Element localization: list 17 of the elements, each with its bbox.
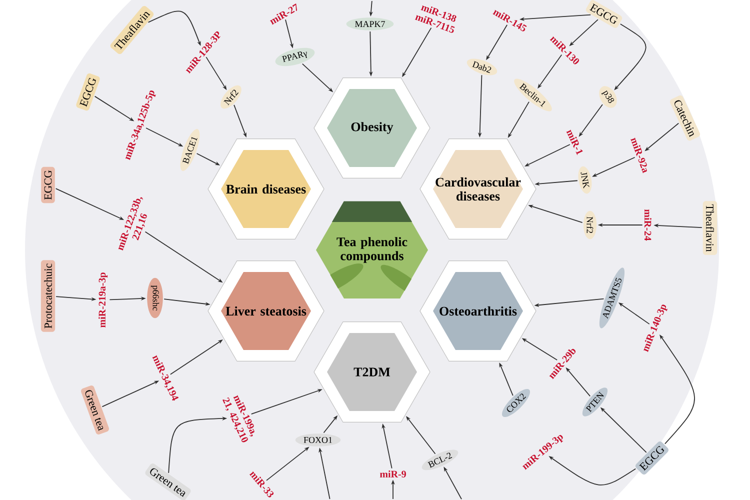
mirna-label: miR-24 xyxy=(644,209,652,241)
mirna-label: miR-219a-3p xyxy=(98,272,108,328)
mirna-label: miR-1 xyxy=(566,130,583,156)
compound-label: EGCG xyxy=(76,73,100,111)
disease-hexagon: Cardiovascular diseases xyxy=(420,138,536,240)
compound-label: Green tea xyxy=(81,386,109,434)
mirna-label: miR-92a xyxy=(630,138,647,174)
photo-hexagon: Tea phenolic compounds xyxy=(316,201,428,299)
disease-hexagon: T2DM xyxy=(314,321,430,423)
disease-hexagon: Osteoarthritis xyxy=(420,260,536,362)
disease-hexagon: Brain diseases xyxy=(208,138,324,240)
disease-hexagon: Obesity xyxy=(314,77,430,179)
compound-label: Protocatechuic xyxy=(40,260,56,332)
disease-hexagon: Liver steatosis xyxy=(208,260,324,362)
compound-label: EGCG xyxy=(41,166,55,204)
mirna-label: miR-9 xyxy=(380,470,406,478)
compound-label: Theaflavin xyxy=(702,200,718,256)
